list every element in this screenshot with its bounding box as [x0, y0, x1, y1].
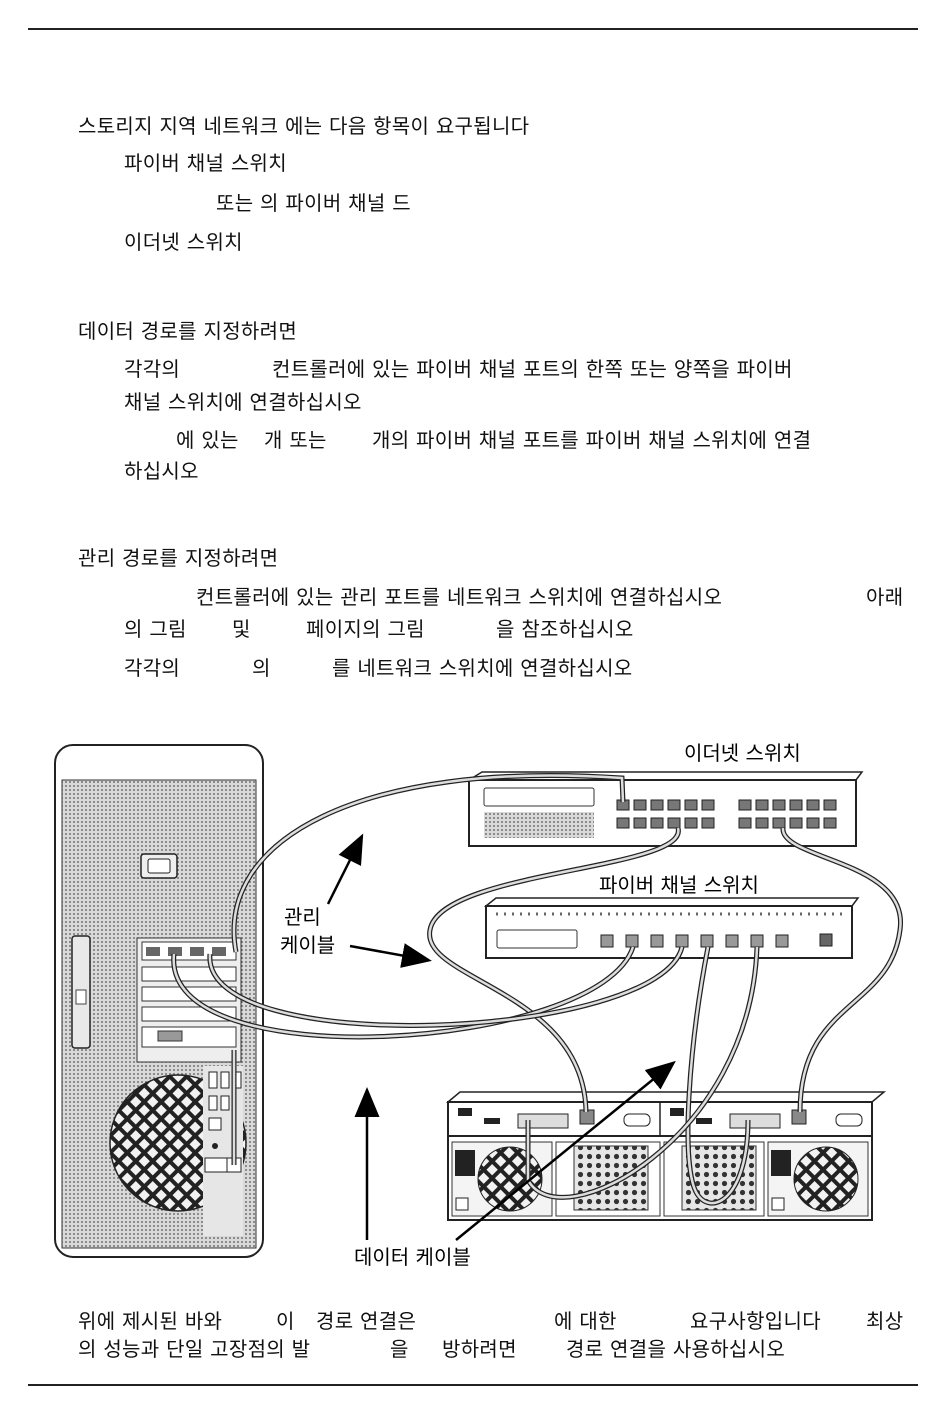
cables — [171, 773, 903, 1206]
mgmt-path-step-1: 컨트롤러에 있는 관리 포트를 네트워크 스위치에 연결하십시오 아래 — [0, 584, 950, 610]
computer-tower — [54, 744, 264, 1258]
data-path-step-1: 각각의 컨트롤러에 있는 파이버 채널 포트의 한쪽 또는 양쪽을 파이버 — [0, 356, 950, 382]
data-path-heading: 데이터 경로를 지정하려면 — [78, 319, 298, 343]
footer-1d: 에 대한 — [554, 1309, 617, 1333]
mgmt-cable-label-1: 관리 — [284, 905, 321, 929]
connection-diagram: 이더넷 스위치 파이버 채널 스위치 — [54, 741, 903, 1269]
footer-1e: 요구사항입니다 — [690, 1309, 821, 1333]
mgmt-arrow-right — [349, 943, 432, 968]
mgmt-path-heading: 관리 경로를 지정하려면 — [78, 546, 279, 570]
storage-array — [445, 1091, 887, 1221]
data-step2-b: 개 또는 — [264, 428, 327, 452]
footer-2a: 의 성능과 단일 고장점의 발 — [78, 1337, 311, 1361]
footer-line-2: 의 성능과 단일 고장점의 발 을 방하려면 경로 연결을 사용하십시오 — [0, 1336, 950, 1362]
mgmt-step2-b: 의 — [252, 656, 271, 680]
footer-1c: 경로 연결은 — [316, 1309, 417, 1333]
data-path-step-2-cont: 하십시오 — [124, 459, 199, 483]
bottom-rule — [28, 1384, 918, 1386]
ethernet-switch — [466, 771, 864, 847]
footer-1f: 최상 — [866, 1309, 904, 1333]
data-arrow-diagonal — [455, 1060, 676, 1241]
mgmt-step1-f: 을 참조하십시오 — [496, 617, 634, 641]
data-step1-a: 각각의 — [124, 357, 181, 381]
san-item-ethernet-switch: 이더넷 스위치 — [124, 230, 243, 254]
mgmt-cable-label-2: 케이블 — [280, 933, 335, 957]
footer-2b: 을 — [390, 1337, 409, 1361]
data-step2-c: 개의 파이버 채널 포트를 파이버 채널 스위치에 연결 — [372, 428, 812, 452]
mgmt-step1-c: 의 그림 — [124, 617, 187, 641]
mgmt-step1-e: 페이지의 그림 — [306, 617, 425, 641]
mgmt-step2-c: 를 네트워크 스위치에 연결하십시오 — [332, 656, 633, 680]
top-rule — [28, 28, 918, 30]
san-intro: 스토리지 지역 네트워크 에는 다음 항목이 요구됩니다 — [78, 114, 530, 138]
mgmt-path-step-1-cont: 의 그림 및 페이지의 그림 을 참조하십시오 — [0, 616, 950, 642]
footer-1b: 이 — [276, 1309, 295, 1333]
fc-switch-label: 파이버 채널 스위치 — [599, 873, 759, 897]
mgmt-path-step-2: 각각의 의 를 네트워크 스위치에 연결하십시오 — [0, 655, 950, 681]
data-cable-label: 데이터 케이블 — [354, 1245, 471, 1269]
footer-1a: 위에 제시된 바와 — [78, 1309, 223, 1333]
san-item-fc-switch: 파이버 채널 스위치 — [124, 151, 287, 175]
data-step2-a: 에 있는 — [176, 428, 239, 452]
fc-switch — [483, 897, 860, 959]
data-path-step-1-cont: 채널 스위치에 연결하십시오 — [124, 390, 362, 414]
data-step1-b: 컨트롤러에 있는 파이버 채널 포트의 한쪽 또는 양쪽을 파이버 — [272, 357, 793, 381]
mgmt-step1-b: 아래 — [866, 585, 904, 609]
mgmt-step1-a: 컨트롤러에 있는 관리 포트를 네트워크 스위치에 연결하십시오 — [196, 585, 723, 609]
footer-2c: 방하려면 — [442, 1337, 517, 1361]
ethernet-switch-label: 이더넷 스위치 — [684, 741, 801, 765]
footer-2d: 경로 연결을 사용하십시오 — [566, 1337, 786, 1361]
data-path-step-2: 에 있는 개 또는 개의 파이버 채널 포트를 파이버 채널 스위치에 연결 — [0, 427, 950, 453]
mgmt-arrow-up — [326, 833, 364, 905]
mgmt-step2-a: 각각의 — [124, 656, 181, 680]
footer-line-1: 위에 제시된 바와 이 경로 연결은 에 대한 요구사항입니다 최상 — [0, 1308, 950, 1334]
mgmt-step1-d: 및 — [232, 617, 251, 641]
san-item-fc-card: 또는 의 파이버 채널 드 — [216, 191, 411, 215]
